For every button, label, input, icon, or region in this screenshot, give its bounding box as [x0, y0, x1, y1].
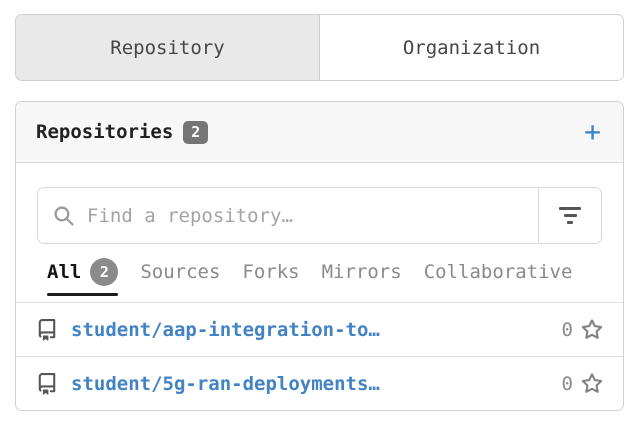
star-icon	[581, 372, 603, 395]
filter-tab-collaborative[interactable]: Collaborative	[423, 261, 573, 283]
repo-search-bar: Find a repository…	[37, 187, 602, 244]
repo-count-badge: 2	[183, 120, 209, 144]
filter-tab-sources[interactable]: Sources	[140, 261, 221, 283]
repo-filter-tabs: All 2 Sources Forks Mirrors Collaborativ…	[37, 257, 602, 296]
filter-tab-mirrors[interactable]: Mirrors	[321, 261, 402, 283]
active-tab-underline	[47, 293, 119, 296]
filter-tab-forks[interactable]: Forks	[242, 261, 300, 283]
repo-org-toggle: Repository Organization	[15, 14, 624, 81]
panel-body: Find a repository… All 2 Sources	[16, 163, 623, 302]
repo-link[interactable]: student/5g-ran-deployments…	[71, 372, 380, 395]
add-repository-button[interactable]: +	[584, 115, 601, 148]
tab-repository[interactable]: Repository	[16, 15, 320, 80]
star-group[interactable]: 0	[562, 373, 603, 395]
tab-organization[interactable]: Organization	[320, 15, 623, 80]
repo-icon	[36, 372, 58, 395]
repositories-header: Repositories 2 +	[16, 102, 623, 163]
repositories-panel: Repositories 2 + Find a repository…	[15, 101, 624, 411]
repo-row-1[interactable]: student/aap-integration-to… 0	[16, 302, 623, 356]
repo-row-2[interactable]: student/5g-ran-deployments… 0	[16, 356, 623, 410]
star-icon	[581, 318, 603, 341]
filter-icon	[559, 207, 581, 210]
filter-all-count-badge: 2	[90, 258, 119, 286]
filter-tab-all-label: All	[47, 261, 82, 283]
star-count: 0	[561, 318, 573, 341]
filter-button[interactable]	[538, 188, 601, 243]
search-placeholder: Find a repository…	[87, 204, 293, 227]
star-count: 0	[561, 372, 573, 395]
search-input[interactable]: Find a repository…	[38, 188, 538, 243]
panel-title: Repositories	[36, 121, 174, 143]
repo-icon	[36, 318, 58, 341]
repo-link[interactable]: student/aap-integration-to…	[71, 318, 380, 341]
search-icon	[53, 205, 75, 227]
filter-tab-all[interactable]: All 2	[47, 257, 119, 296]
star-group[interactable]: 0	[562, 319, 603, 341]
